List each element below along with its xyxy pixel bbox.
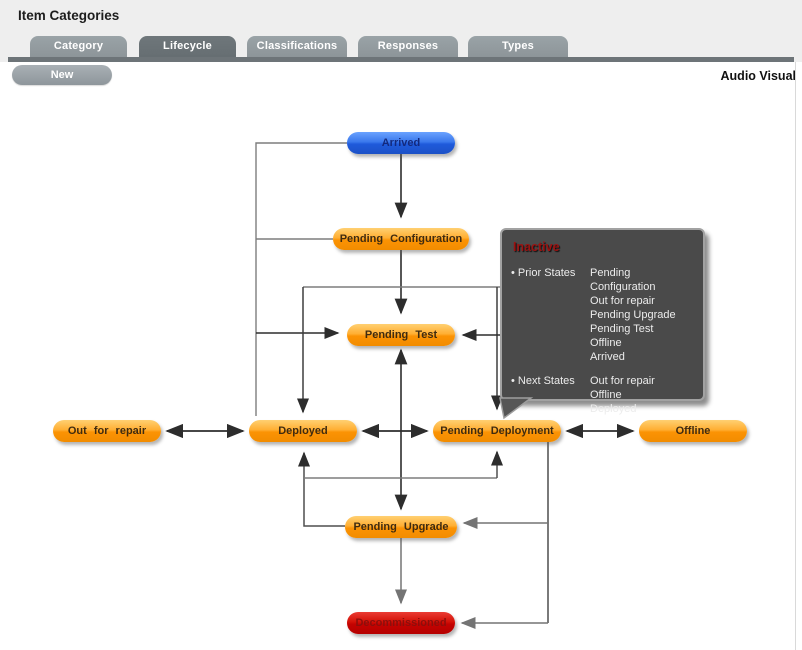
tooltip-prior-states-section: • Prior States Pending Configuration Out… [511, 266, 694, 364]
next-states-values: Out for repair Offline Deployed [590, 374, 694, 416]
tab-category[interactable]: Category [30, 36, 127, 57]
new-button[interactable]: New [12, 65, 112, 85]
next-states-label: • Next States [511, 375, 575, 387]
state-node-offline[interactable]: Offline [639, 420, 747, 442]
header-band: Item Categories Category Lifecycle Class… [0, 0, 802, 62]
prior-state-item: Pending Configuration [590, 267, 656, 293]
bullet-icon: • [511, 267, 515, 279]
state-tooltip: Inactive • Prior States Pending Configur… [500, 228, 705, 415]
state-node-arrived[interactable]: Arrived [347, 132, 455, 154]
prior-states-label: • Prior States [511, 267, 576, 279]
tab-underline-bar [8, 57, 794, 62]
state-node-out-for-repair[interactable]: Out for repair [53, 420, 161, 442]
tab-responses[interactable]: Responses [358, 36, 458, 57]
bullet-icon: • [511, 375, 515, 387]
tab-classifications[interactable]: Classifications [247, 36, 347, 57]
next-state-item: Deployed [590, 403, 637, 415]
prior-state-item: Pending Test [590, 323, 654, 335]
prior-state-item: Arrived [590, 351, 625, 363]
state-node-pending-deployment[interactable]: Pending Deployment [433, 420, 561, 442]
prior-state-item: Pending Upgrade [590, 309, 676, 321]
next-state-item: Offline [590, 389, 622, 401]
category-name-label: Audio Visual [720, 69, 796, 83]
tooltip-state-title: Inactive [513, 240, 560, 254]
state-node-pending-upgrade[interactable]: Pending Upgrade [345, 516, 457, 538]
state-node-pending-test[interactable]: Pending Test [347, 324, 455, 346]
tooltip-tail [499, 397, 534, 420]
prior-states-values: Pending Configuration Out for repair Pen… [590, 266, 694, 364]
state-node-decommissioned[interactable]: Decommissioned [347, 612, 455, 634]
tab-lifecycle[interactable]: Lifecycle [139, 36, 236, 57]
next-state-item: Out for repair [590, 375, 655, 387]
content-right-border [795, 62, 796, 650]
prior-state-item: Out for repair [590, 295, 655, 307]
tab-types[interactable]: Types [468, 36, 568, 57]
tooltip-next-states-section: • Next States Out for repair Offline Dep… [511, 374, 694, 416]
state-node-pending-configuration[interactable]: Pending Configuration [333, 228, 469, 250]
prior-state-item: Offline [590, 337, 622, 349]
page-title: Item Categories [18, 8, 120, 23]
state-node-deployed[interactable]: Deployed [249, 420, 357, 442]
